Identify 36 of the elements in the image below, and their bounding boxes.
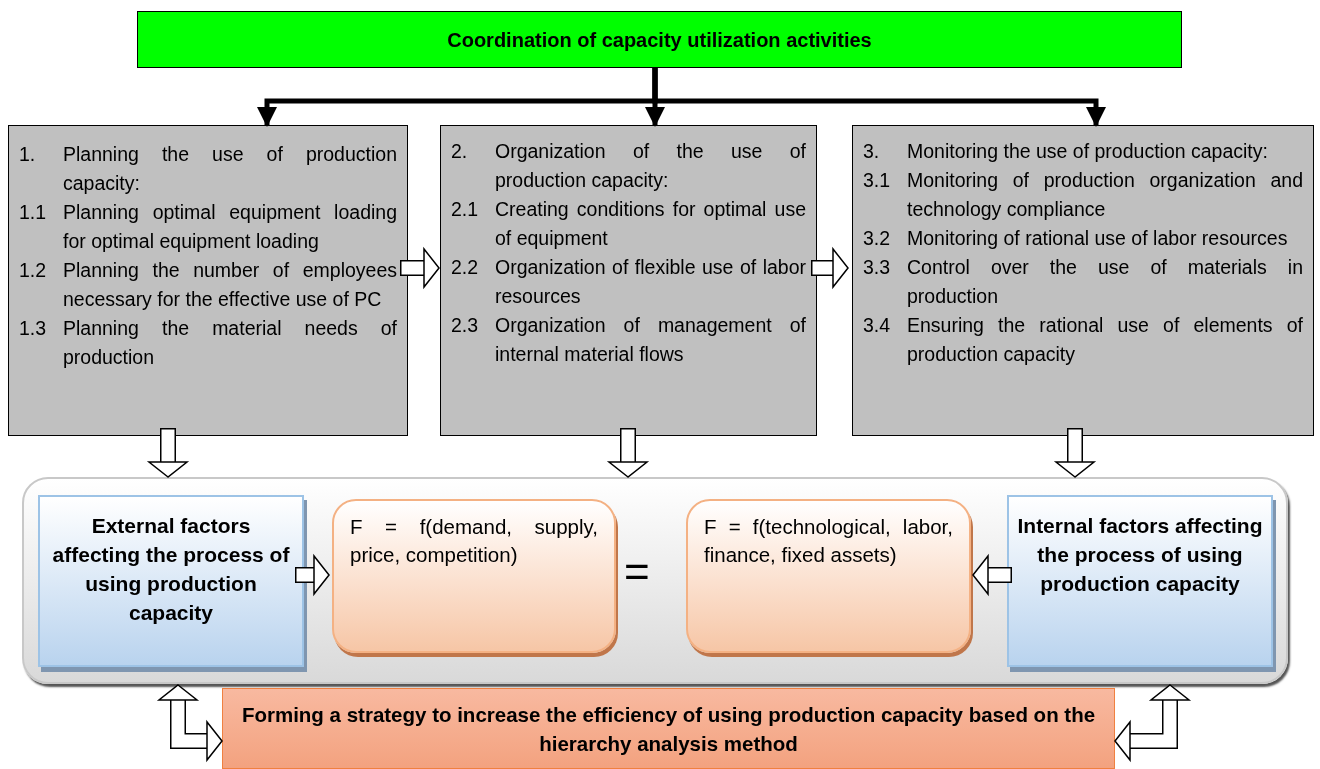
list-item: 1.1 Planning optimal equipment loading for optimal equipment loading [19,200,397,254]
node-text: F = f(technological, labor, finance, fixed assets) [704,514,953,568]
block-arrow [156,684,223,763]
block-arrow [1053,428,1097,478]
block-arrow [1114,684,1192,763]
arrow [652,68,1106,127]
block-arrow [811,246,849,290]
node-text: Internal factors affecting the process of using production capacity [1017,513,1263,597]
process-box [440,125,817,436]
process-box [8,125,408,436]
list-item: 3.3 Control over the use of materials in production [863,255,1303,309]
list-item: 2. Organization of the use of production capacity: [451,139,806,193]
block-arrow [295,553,330,597]
process-box [852,125,1314,436]
block-arrow [146,428,190,478]
block-arrow [972,553,1012,597]
list-item: 1. Planning the use of production capacity: [19,142,397,196]
list-item: 3. Monitoring the use of production capacity: [863,139,1269,164]
list-item: 3.2 Monitoring of rational use of labor resources [863,226,1289,251]
node-text: Forming a strategy to increase the efficiency of using production capacity based on the hierarchy analysis method [240,701,1097,757]
list-item: 2.3 Organization of management of internal material flows [451,313,806,367]
node-text: F = f(demand, supply, price, competition) [350,514,598,568]
node-text: Coordination of capacity utilization activities [447,27,872,53]
block-arrow [400,246,440,290]
list-item: 2.2 Organization of flexible use of labor resources [451,255,806,309]
strategy-box [222,688,1115,769]
list-item: 3.4 Ensuring the rational use of elements of production capacity [863,313,1303,367]
list-item: 1.2 Planning the number of employees necessary for the effective use of PC [19,258,397,312]
title-box [137,11,1182,68]
list-item: 1.3 Planning the material needs of production [19,316,397,370]
node-text: External factors affecting the process of using production capacity [51,513,291,626]
block-arrow [606,428,650,478]
list-item: 3.1 Monitoring of production organization and technology compliance [863,168,1303,222]
list-item: 2.1 Creating conditions for optimal use of equipment [451,197,806,251]
equals-sign: = [624,550,650,594]
group-panel [22,477,1288,684]
